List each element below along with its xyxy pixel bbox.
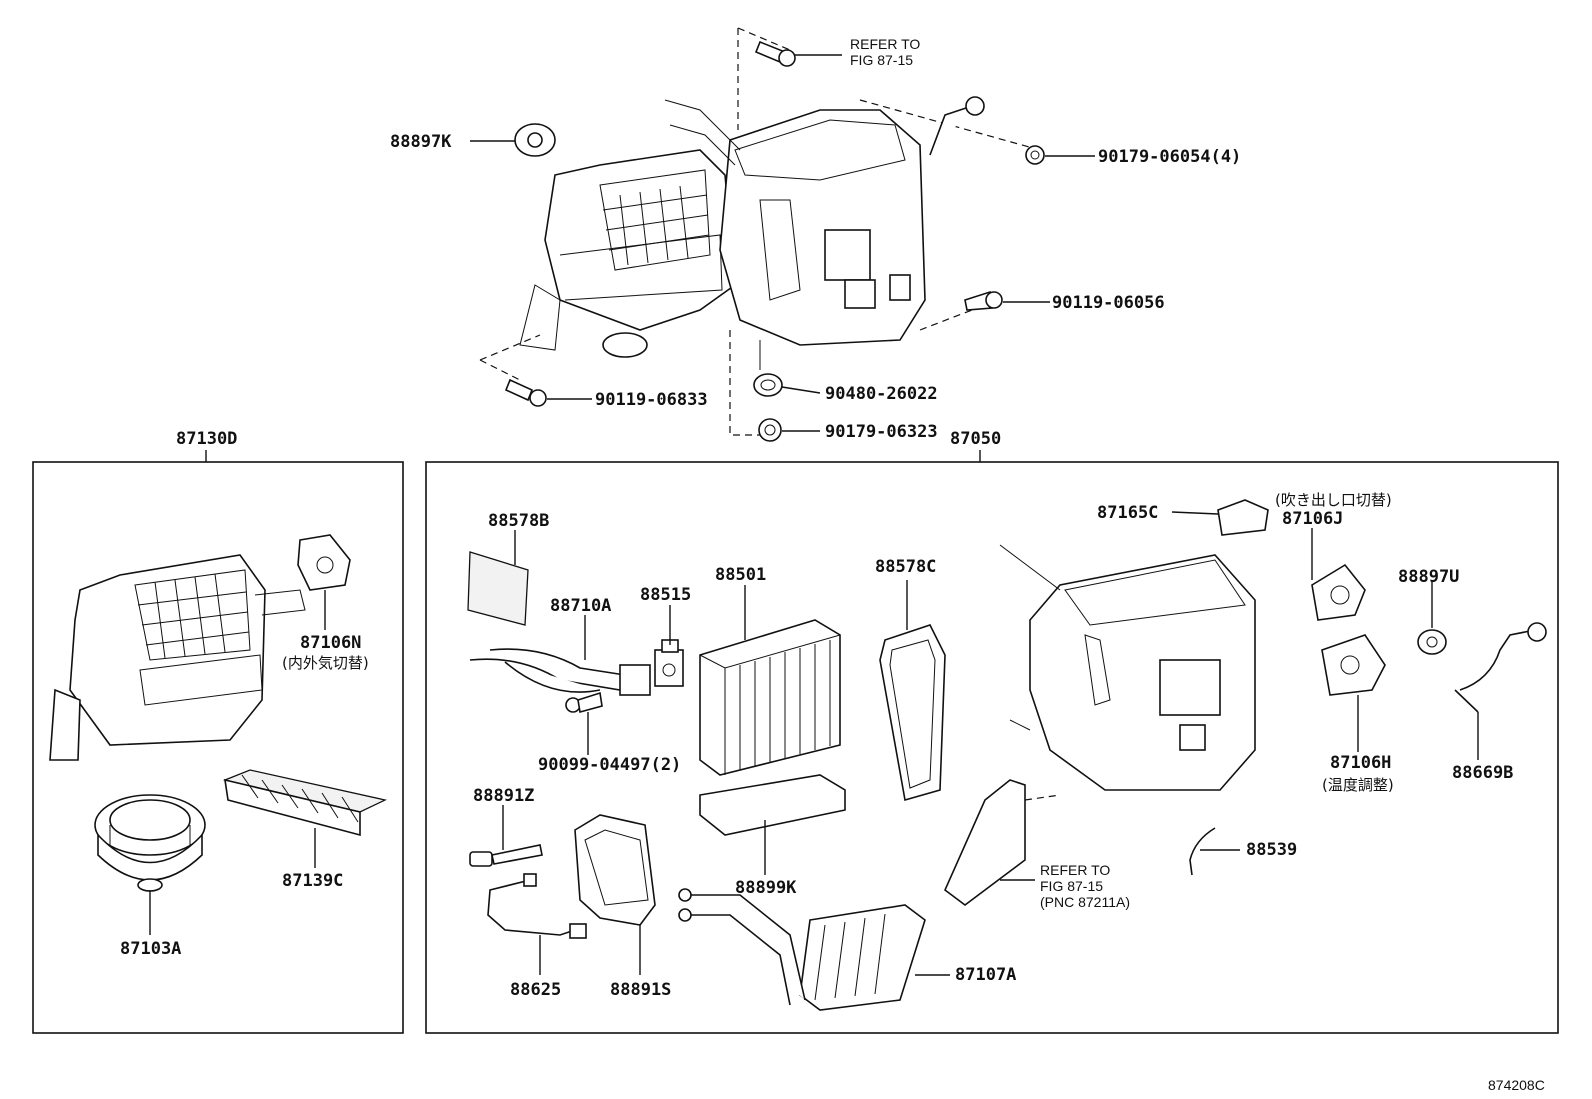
refer-top-line1: REFER TO bbox=[850, 36, 920, 52]
label-87106N: 87106N bbox=[300, 633, 361, 653]
duct-87211A bbox=[944, 779, 1026, 906]
label-88891S: 88891S bbox=[610, 980, 671, 1000]
label-88539: 88539 bbox=[1246, 840, 1297, 860]
harness-88625 bbox=[487, 873, 587, 939]
label-87107A: 87107A bbox=[955, 965, 1016, 985]
label-90179-06323: 90179-06323 bbox=[825, 422, 938, 442]
sensor-88891Z bbox=[469, 844, 543, 867]
group-87050: 87050 88578B 88710A 88515 90099- bbox=[425, 429, 1559, 1034]
top-hvac-assembly: 88897K 90179-06054(4) 90119-06056 90119-… bbox=[390, 27, 1241, 442]
group-label-87130D: 87130D bbox=[176, 429, 237, 449]
grommet-88897K bbox=[514, 123, 556, 157]
drain-hose-88539 bbox=[1189, 827, 1216, 876]
evaporator-88501 bbox=[699, 619, 841, 776]
blower-motor-87103A bbox=[94, 794, 206, 892]
label-88710A: 88710A bbox=[550, 596, 611, 616]
label-87106J: 87106J bbox=[1282, 509, 1343, 529]
label-88899K: 88899K bbox=[735, 878, 797, 898]
hose-88669B bbox=[1454, 622, 1547, 713]
jp-87106J: (吹き出し口切替) bbox=[1275, 491, 1392, 509]
bolt-90119-06833 bbox=[504, 378, 547, 407]
pipe-88710A bbox=[469, 648, 651, 696]
filter-87139C bbox=[222, 769, 387, 837]
label-87106H: 87106H bbox=[1330, 753, 1391, 773]
nut-90179-06054 bbox=[1025, 145, 1045, 165]
seal-88578C bbox=[879, 624, 946, 802]
label-87139C: 87139C bbox=[282, 871, 343, 891]
label-88891Z: 88891Z bbox=[473, 786, 534, 806]
refer-bottom-line1: REFER TO bbox=[1040, 862, 1110, 878]
amplifier-88891S bbox=[574, 814, 656, 926]
label-88578B: 88578B bbox=[488, 511, 549, 531]
label-88501: 88501 bbox=[715, 565, 766, 585]
label-88897K: 88897K bbox=[390, 132, 452, 152]
label-87165C: 87165C bbox=[1097, 503, 1158, 523]
fitting-88897U bbox=[1417, 629, 1447, 655]
label-90119-06056: 90119-06056 bbox=[1052, 293, 1165, 313]
label-88515: 88515 bbox=[640, 585, 691, 605]
valve-88515 bbox=[654, 639, 684, 687]
group-label-87050: 87050 bbox=[950, 429, 1001, 449]
label-90480-26022: 90480-26022 bbox=[825, 384, 938, 404]
heater-core-87107A bbox=[678, 888, 926, 1011]
refer-top-line2: FIG 87-15 bbox=[850, 52, 913, 68]
refer-bottom-line3: (PNC 87211A) bbox=[1040, 894, 1130, 910]
figure-id: 874208C bbox=[1488, 1077, 1545, 1093]
group-87130D: 87130D 87106N (内外気切替) bbox=[32, 429, 404, 1034]
refer-bottom-line2: FIG 87-15 bbox=[1040, 878, 1103, 894]
seal-88578B bbox=[467, 551, 529, 626]
label-90119-06833: 90119-06833 bbox=[595, 390, 708, 410]
nut-90179-06323 bbox=[758, 418, 782, 442]
bolt-90099-04497 bbox=[565, 691, 603, 714]
bolt-icon-top bbox=[754, 40, 796, 67]
actuator-87106H bbox=[1321, 634, 1386, 696]
label-88625: 88625 bbox=[510, 980, 561, 1000]
label-88578C: 88578C bbox=[875, 557, 936, 577]
label-87103A: 87103A bbox=[120, 939, 181, 959]
label-88669B: 88669B bbox=[1452, 763, 1513, 783]
actuator-87106J bbox=[1311, 563, 1366, 621]
jp-87106N: (内外気切替) bbox=[282, 654, 369, 672]
actuator-87106N bbox=[297, 534, 351, 591]
label-90179-06054: 90179-06054(4) bbox=[1098, 147, 1241, 167]
jp-87106H: (温度調整) bbox=[1322, 776, 1394, 794]
label-90099-04497: 90099-04497(2) bbox=[538, 755, 681, 775]
grommet-90480-26022 bbox=[753, 373, 783, 397]
main-unit-87050 bbox=[999, 544, 1256, 791]
bolt-90119-06056 bbox=[964, 290, 1003, 311]
label-88897U: 88897U bbox=[1398, 567, 1459, 587]
tray-88899K bbox=[699, 774, 846, 836]
actuator-87165C bbox=[1217, 499, 1269, 536]
